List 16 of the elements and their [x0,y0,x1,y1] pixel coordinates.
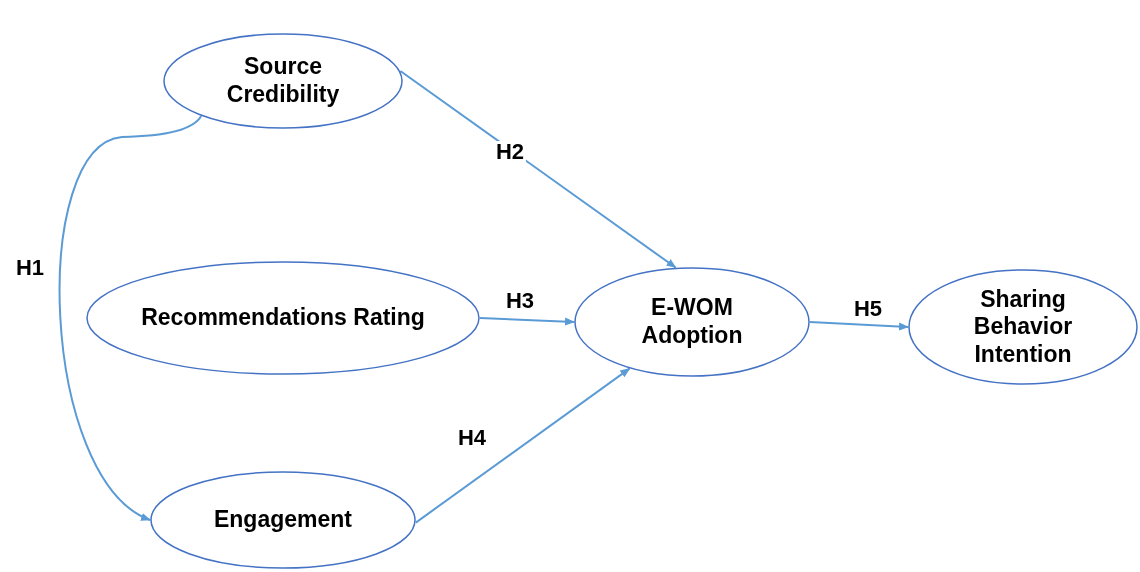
edge-label: H2 [493,141,527,163]
ellipse-node [908,269,1138,385]
node-label: E-WOM Adoption [640,294,744,350]
arrow [414,367,631,524]
ellipse-node [150,471,416,569]
node-label: Recommendations Rating [141,304,425,332]
arrow [809,321,909,331]
node-label: Source Credibility [225,53,341,109]
arrow [399,70,677,269]
arrow [59,115,203,521]
ellipse-node [163,33,403,129]
ellipse-node [574,267,810,377]
node-label: Engagement [214,506,352,534]
ellipse-node [86,261,480,375]
node-label: Sharing Behavior Intention [972,285,1074,369]
arrow [479,317,575,326]
